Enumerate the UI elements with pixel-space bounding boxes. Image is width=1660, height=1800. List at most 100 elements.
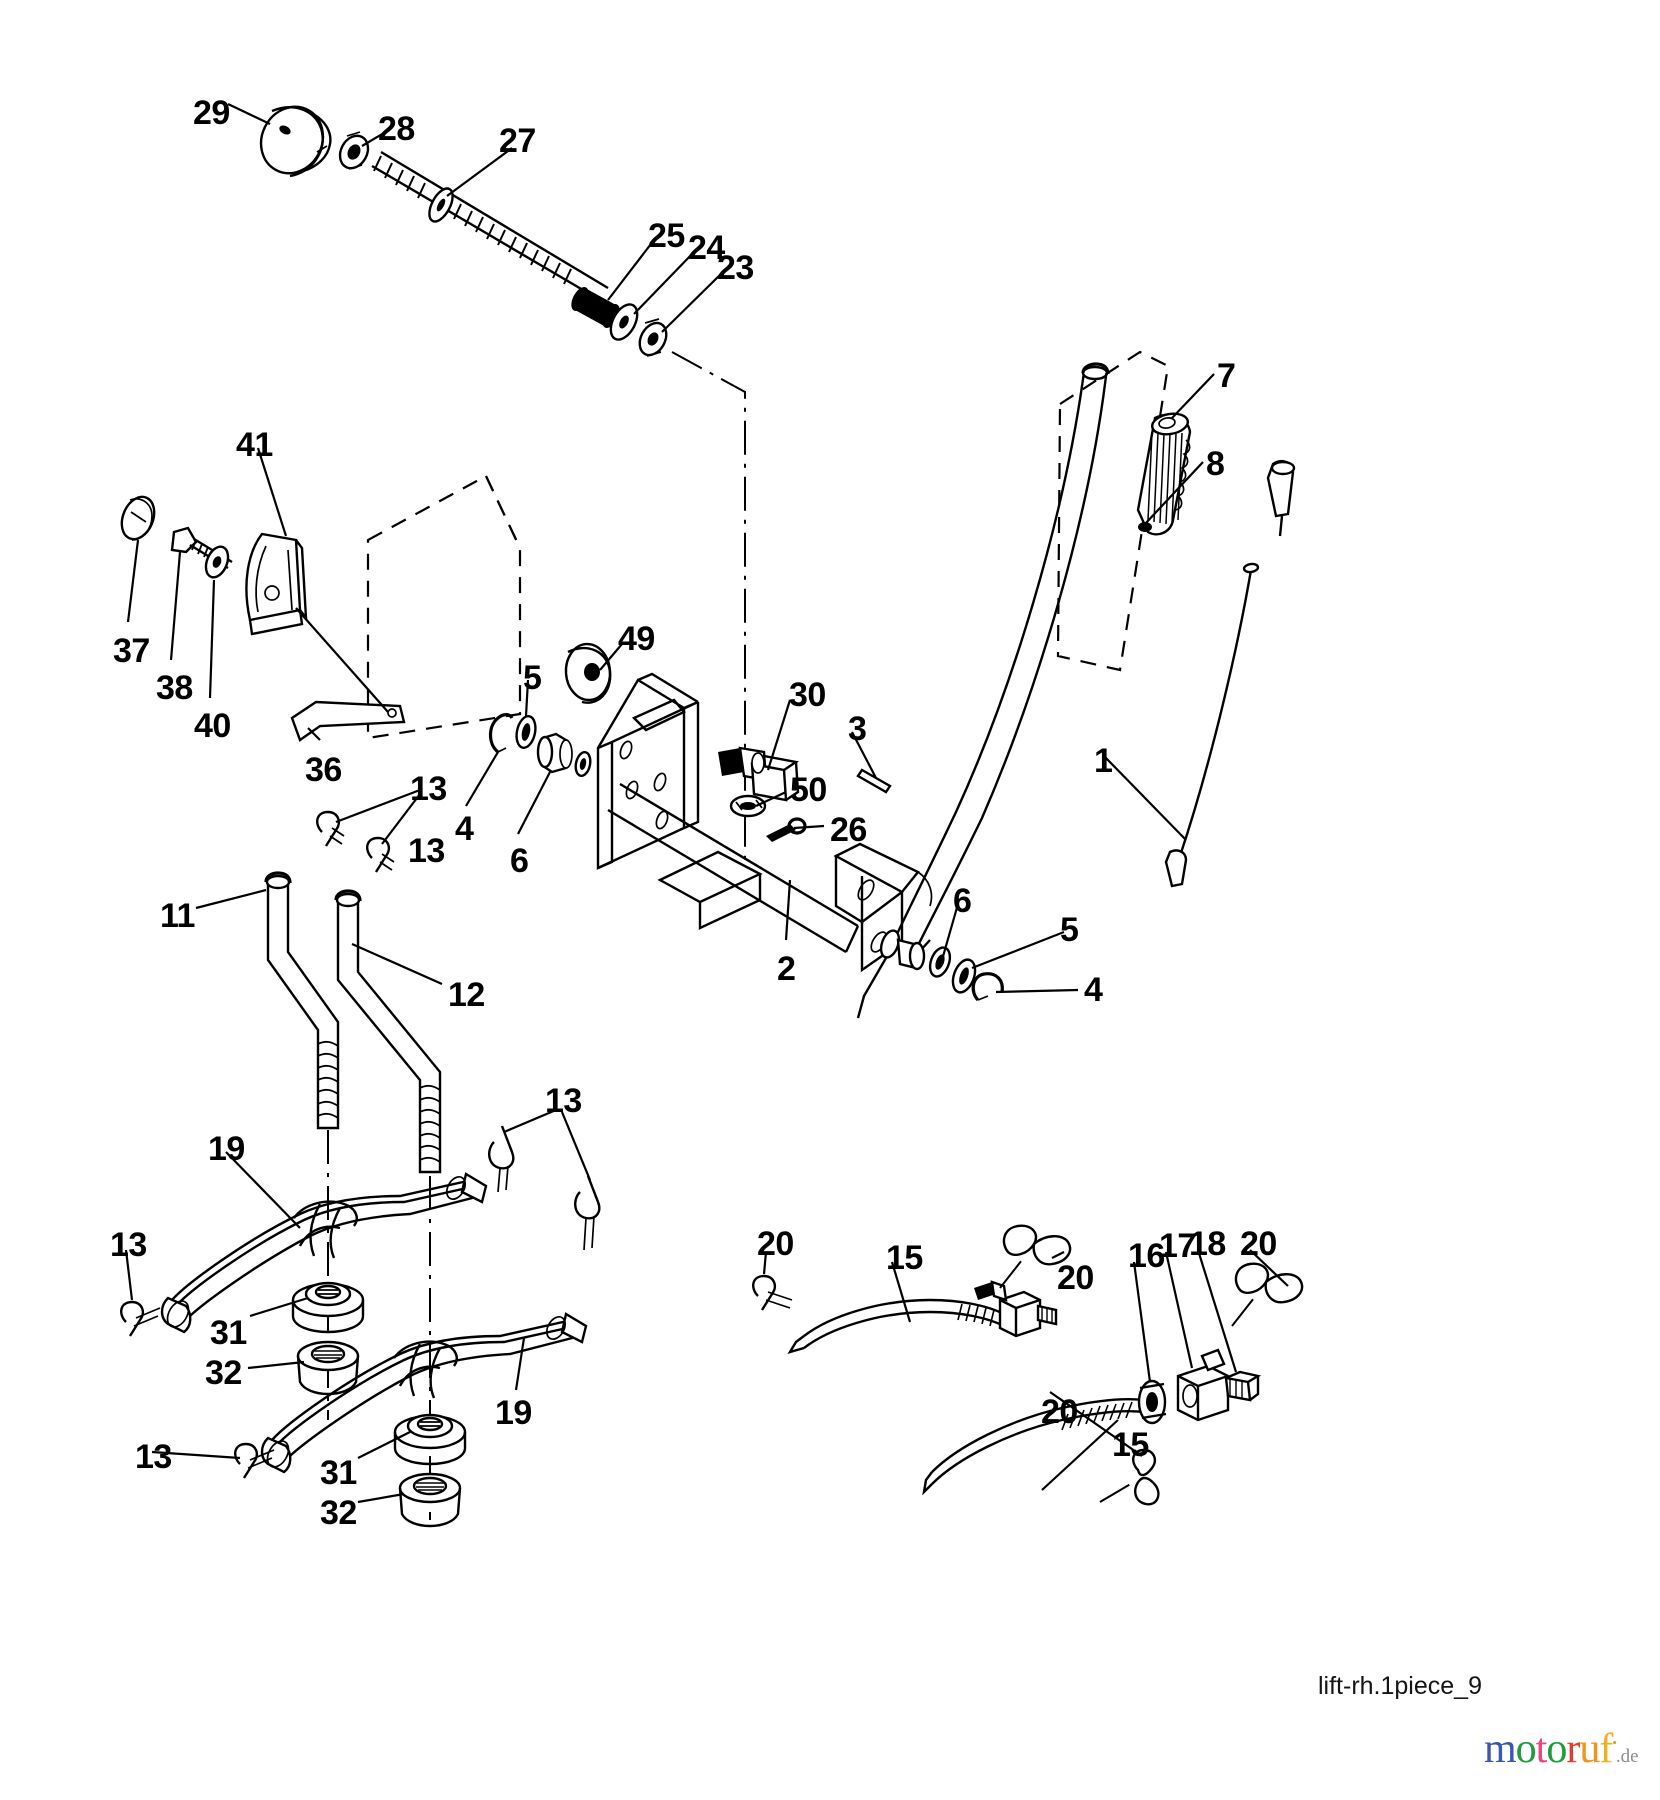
callout-4-upper: 4: [455, 810, 474, 848]
leader-13-upper2: [381, 793, 421, 845]
callout-1: 1: [1094, 742, 1113, 780]
callout-24: 24: [688, 229, 725, 267]
part-3-roll-pin: [856, 768, 892, 794]
callout-6-upper: 6: [510, 842, 529, 880]
leader-5b: [971, 930, 1065, 970]
callout-7: 7: [1217, 357, 1236, 395]
callout-3: 3: [848, 710, 867, 748]
callout-41: 41: [236, 426, 273, 464]
part-19-lift-arm-lower: [260, 1312, 588, 1528]
part-13-clip-upper-b: [366, 836, 395, 873]
leader-32a: [247, 1360, 305, 1370]
part-20-clip-b: [1231, 1262, 1304, 1327]
callout-13-bottom: 13: [135, 1438, 172, 1476]
callout-11: 11: [160, 897, 195, 935]
leader-30: [766, 699, 792, 771]
callout-19-upper: 19: [208, 1130, 245, 1168]
part-12-link-rod: [334, 889, 442, 1174]
watermark-dot: •: [1612, 1735, 1616, 1750]
leader-40: [208, 579, 216, 699]
part-13-clip-mid-b: [574, 1175, 601, 1251]
leader-50: [755, 791, 787, 807]
leader-1: [1103, 755, 1187, 841]
watermark-letter-u: u: [1579, 1726, 1600, 1772]
callout-38: 38: [156, 669, 193, 707]
callout-49: 49: [618, 620, 655, 658]
callout-40: 40: [194, 707, 231, 745]
leader-31a: [249, 1296, 309, 1318]
lever-handle-group: [833, 350, 1296, 1019]
part-13-clip-upper-a: [316, 810, 345, 847]
console-panel-outline: [366, 474, 522, 740]
leader-23: [661, 271, 724, 333]
callout-31-lower: 31: [320, 1454, 357, 1492]
callout-19-lower: 19: [495, 1394, 532, 1432]
part-19-lift-arm-upper: [160, 1172, 488, 1396]
part-28-nut: [338, 131, 370, 170]
leader-13e: [151, 1450, 241, 1460]
leader-13-upper: [335, 788, 421, 824]
callout-20-b: 20: [1057, 1259, 1094, 1297]
part-5-washer: [515, 715, 537, 749]
part-13-clip-mid-a: [488, 1125, 515, 1193]
leader-37: [126, 539, 140, 623]
part-29-knob: [259, 105, 332, 178]
leader-4a: [465, 751, 499, 807]
callout-13-mid: 13: [545, 1082, 582, 1120]
leader-6a: [517, 771, 551, 835]
leader-49: [599, 643, 623, 671]
part-49-spacer-cap: [564, 642, 612, 704]
part-23-hex-nut: [638, 318, 668, 357]
part-4-retaining-ring: [488, 713, 514, 754]
leader-20a: [762, 1251, 768, 1275]
watermark-letter-m: m: [1484, 1726, 1517, 1772]
leader-27: [446, 147, 513, 197]
callout-6-right: 6: [953, 882, 972, 920]
callout-8: 8: [1206, 445, 1225, 483]
callout-32-lower: 32: [320, 1494, 357, 1532]
leader-36: [307, 727, 321, 741]
callout-13-left: 13: [110, 1226, 147, 1264]
callout-29: 29: [193, 94, 230, 132]
leader-12: [351, 942, 443, 986]
part-31-bushing-upper: [291, 1281, 365, 1334]
leader-7: [1171, 373, 1215, 419]
leader-19a: [225, 1151, 301, 1229]
part-6-bushing: [536, 732, 573, 774]
callout-36: 36: [305, 751, 342, 789]
callout-37: 37: [113, 632, 150, 670]
motoruf-watermark: motoruf•.de: [1484, 1728, 1639, 1770]
leader-38: [169, 551, 182, 661]
leader-15a: [890, 1261, 912, 1323]
callout-13-upper: 13: [410, 770, 447, 808]
leader-2: [784, 879, 792, 941]
suspension-rod-group-a: [752, 1224, 1072, 1354]
callout-27: 27: [499, 122, 536, 160]
part-32-lock-nut-upper: [296, 1340, 360, 1396]
part-40-washer: [204, 545, 230, 579]
leader-29: [227, 103, 271, 125]
callout-28: 28: [378, 110, 415, 148]
leader-28: [361, 129, 390, 147]
part-11-link-rod: [264, 871, 340, 1130]
part-13-clip-left-a: [120, 1300, 161, 1337]
part-20-clip-loose-b: [1099, 1448, 1160, 1506]
leader-24: [633, 251, 695, 315]
callout-50: 50: [790, 771, 827, 809]
part-17-swivel-block-a: [974, 1280, 1058, 1338]
callout-4-right: 4: [1084, 971, 1103, 1009]
part-41-bracket: [245, 532, 308, 636]
watermark-suffix: .de: [1615, 1746, 1639, 1767]
callout-17: 17: [1159, 1227, 1196, 1265]
knob-bracket-group: [120, 447, 522, 742]
callout-20-a: 20: [757, 1225, 794, 1263]
part-27-threaded-rod: [371, 150, 609, 302]
part-50-lock-washer: [729, 794, 767, 818]
part-30-pivot-stud: [718, 746, 800, 802]
part-2-lift-shaft: [607, 782, 860, 954]
watermark-letter-t: t: [1535, 1726, 1548, 1772]
leader-18: [1196, 1249, 1238, 1373]
part-24-washer: [609, 303, 639, 341]
leader-31b: [357, 1431, 411, 1459]
